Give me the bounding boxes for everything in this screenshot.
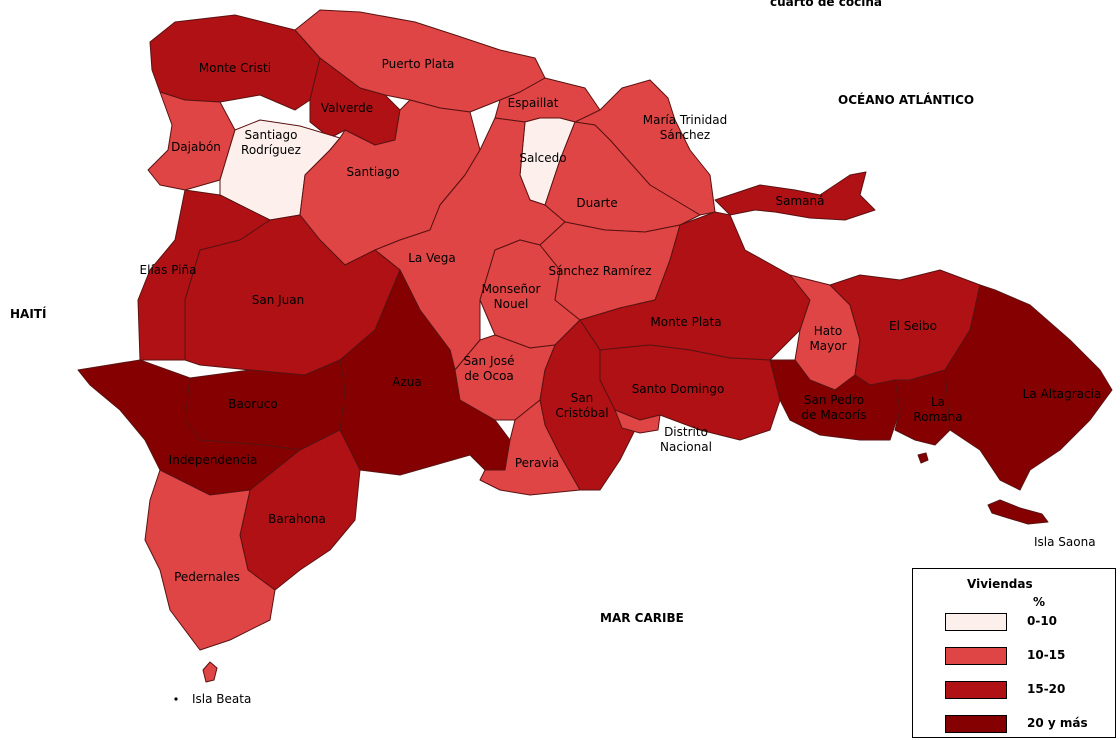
province-label-baoruco: Baoruco [228, 397, 277, 411]
province-label-peravia: Peravia [515, 456, 559, 470]
islands-layer [174, 452, 1049, 701]
legend: Viviendas % 0-10 10-15 15-20 20 y más [912, 568, 1116, 738]
isla-beata-shape [202, 661, 218, 683]
legend-swatch [945, 647, 1007, 665]
isla-saona-label: Isla Saona [1034, 535, 1096, 549]
province-label-santo-domingo: Santo Domingo [632, 382, 725, 396]
provinces-layer [77, 9, 1113, 651]
legend-unit: % [1033, 595, 1046, 609]
legend-item-label: 20 y más [1027, 716, 1088, 730]
province-label-duarte: Duarte [576, 196, 617, 210]
legend-item-label: 10-15 [1027, 648, 1066, 662]
province-label-salcedo: Salcedo [519, 151, 566, 165]
province-label-puerto-plata: Puerto Plata [382, 57, 455, 71]
province-peravia [479, 399, 581, 496]
isla-beata-label: Isla Beata [192, 692, 251, 706]
legend-swatch [945, 613, 1007, 631]
legend-title: Viviendas [967, 577, 1033, 591]
province-la-romana [894, 369, 951, 446]
atlantic-ocean-label: OCÉANO ATLÁNTICO [838, 92, 974, 107]
province-label-sanchez-ramirez: Sánchez Ramírez [548, 264, 651, 278]
header-fragment: cuarto de cocina [770, 0, 882, 9]
province-label-san-juan: San Juan [252, 293, 305, 307]
province-label-independencia: Independencia [169, 453, 258, 467]
province-samana [714, 171, 876, 221]
legend-item-label: 0-10 [1027, 614, 1058, 628]
province-label-monte-cristi: Monte Cristi [199, 61, 271, 75]
province-label-monte-plata: Monte Plata [650, 315, 721, 329]
province-label-elias-pina: Elías Piña [140, 263, 197, 277]
province-label-espaillat: Espaillat [508, 96, 559, 110]
legend-swatch [945, 681, 1007, 699]
isla-saona-shape [987, 499, 1049, 525]
province-label-dajabon: Dajabón [171, 140, 221, 154]
isla-beata-dot [174, 697, 178, 701]
isla-small-shape [917, 452, 929, 464]
province-label-valverde: Valverde [321, 101, 373, 115]
province-pedernales [144, 469, 276, 651]
legend-swatch [945, 715, 1007, 733]
province-label-samana: Samaná [776, 194, 825, 208]
caribbean-sea-label: MAR CARIBE [600, 611, 684, 625]
legend-item-label: 15-20 [1027, 682, 1066, 696]
province-label-azua: Azua [392, 375, 421, 389]
province-label-barahona: Barahona [268, 512, 326, 526]
province-label-santiago: Santiago [347, 165, 400, 179]
haiti-label: HAITÍ [10, 306, 47, 321]
province-label-la-altagracia: La Altagracia [1023, 387, 1102, 401]
province-label-pedernales: Pedernales [174, 570, 240, 584]
province-distrito-nacional [614, 409, 661, 434]
province-label-el-seibo: El Seibo [889, 319, 937, 333]
province-label-la-vega: La Vega [408, 251, 455, 265]
